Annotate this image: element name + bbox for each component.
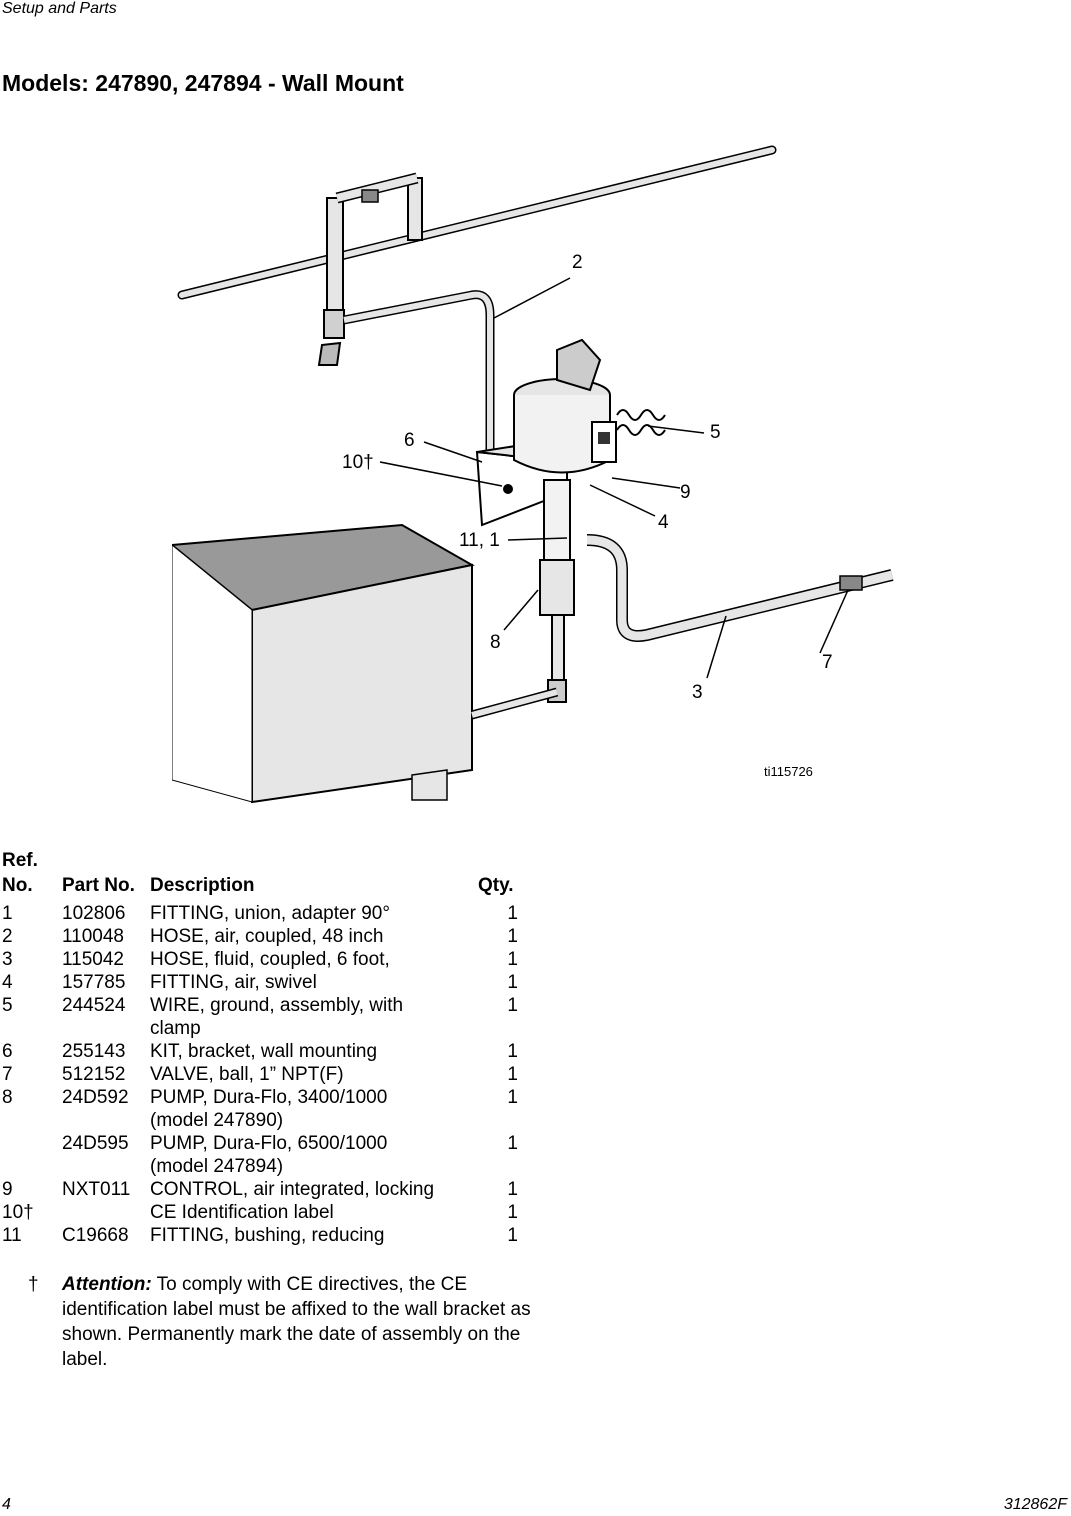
table-row: 1 102806 FITTING, union, adapter 90° 1 xyxy=(2,902,522,925)
desc-cell: CONTROL, air integrated, locking xyxy=(150,1179,435,1200)
qty-cell: 1 xyxy=(507,1202,518,1223)
wall-mount-illustration: 2 6 10† 5 9 4 11, 1 8 3 7 ti115726 xyxy=(172,145,894,804)
header-ref-top: Ref. xyxy=(2,850,38,871)
header-desc: Description xyxy=(150,875,255,896)
desc-cell: KIT, bracket, wall mounting xyxy=(150,1041,378,1062)
callout-4: 4 xyxy=(658,512,669,533)
table-row: 10† CE Identification label 1 xyxy=(2,1201,522,1224)
desc-cell: FITTING, air, swivel xyxy=(150,972,317,993)
ref-cell: 5 xyxy=(2,995,13,1016)
callout-11-1: 11, 1 xyxy=(459,530,500,551)
part-cell: 102806 xyxy=(62,903,126,924)
ref-cell: 10† xyxy=(2,1202,34,1223)
qty-cell: 1 xyxy=(507,1087,518,1108)
part-cell: 24D592 xyxy=(62,1087,129,1108)
desc-line: PUMP, Dura-Flo, 6500/1000 xyxy=(150,1133,388,1154)
qty-cell: 1 xyxy=(507,972,518,993)
callout-7: 7 xyxy=(822,652,833,673)
ref-cell: 7 xyxy=(2,1064,13,1085)
desc-cell: HOSE, fluid, coupled, 6 foot, xyxy=(150,949,390,970)
part-cell: 512152 xyxy=(62,1064,126,1085)
desc-line: WIRE, ground, assembly, with xyxy=(150,995,404,1016)
note-label: Attention: xyxy=(62,1274,152,1295)
desc-cell: FITTING, bushing, reducing xyxy=(150,1225,385,1246)
document-number: 312862F xyxy=(1003,1496,1067,1513)
header-ref: No. xyxy=(2,875,33,896)
table-row: 8 24D592 PUMP, Dura-Flo, 3400/1000(model… xyxy=(2,1086,522,1132)
qty-cell: 1 xyxy=(507,1041,518,1062)
table-row: 9 NXT011 CONTROL, air integrated, lockin… xyxy=(2,1178,522,1201)
desc-cell: FITTING, union, adapter 90° xyxy=(150,903,390,924)
table-row: 6 255143 KIT, bracket, wall mounting 1 xyxy=(2,1040,522,1063)
desc-cell: VALVE, ball, 1” NPT(F) xyxy=(150,1064,344,1085)
table-row: 11 C19668 FITTING, bushing, reducing 1 xyxy=(2,1224,522,1247)
ref-cell: 2 xyxy=(2,926,13,947)
figure-id: ti115726 xyxy=(764,764,813,779)
page-title: Models: 247890, 247894 - Wall Mount xyxy=(2,70,404,96)
callout-3: 3 xyxy=(692,682,703,703)
table-header: Ref. No. Part No. Description Qty. xyxy=(2,850,522,900)
ref-cell: 9 xyxy=(2,1179,13,1200)
header-qty: Qty. xyxy=(478,875,514,896)
parts-table: Ref. No. Part No. Description Qty. 1 102… xyxy=(2,850,522,1247)
qty-cell: 1 xyxy=(507,949,518,970)
callout-10: 10† xyxy=(342,452,374,473)
part-cell: 255143 xyxy=(62,1041,126,1062)
table-row: 4 157785 FITTING, air, swivel 1 xyxy=(2,971,522,994)
desc-cell: PUMP, Dura-Flo, 3400/1000(model 247890) xyxy=(150,1086,470,1132)
callout-5: 5 xyxy=(710,422,721,443)
desc-cell: HOSE, air, coupled, 48 inch xyxy=(150,926,384,947)
part-cell: 24D595 xyxy=(62,1133,129,1154)
table-row: 7 512152 VALVE, ball, 1” NPT(F) 1 xyxy=(2,1063,522,1086)
callout-2: 2 xyxy=(572,252,583,273)
desc-cell: CE Identification label xyxy=(150,1202,334,1223)
qty-cell: 1 xyxy=(507,1133,518,1154)
ref-cell: 4 xyxy=(2,972,13,993)
ref-cell: 3 xyxy=(2,949,13,970)
desc-line-2: (model 247890) xyxy=(150,1110,284,1131)
dagger-symbol: † xyxy=(28,1274,39,1295)
callout-9: 9 xyxy=(680,482,691,503)
ref-cell: 8 xyxy=(2,1087,13,1108)
desc-line: PUMP, Dura-Flo, 3400/1000 xyxy=(150,1087,388,1108)
qty-cell: 1 xyxy=(507,926,518,947)
desc-cell: PUMP, Dura-Flo, 6500/1000(model 247894) xyxy=(150,1132,470,1178)
part-cell: 157785 xyxy=(62,972,126,993)
note-text: Attention: To comply with CE directives,… xyxy=(62,1272,532,1372)
qty-cell: 1 xyxy=(507,1179,518,1200)
part-cell: C19668 xyxy=(62,1225,129,1246)
callout-6: 6 xyxy=(404,430,415,451)
qty-cell: 1 xyxy=(507,903,518,924)
part-cell: 115042 xyxy=(62,949,124,970)
qty-cell: 1 xyxy=(507,995,518,1016)
note-body: To comply with CE directives, the CE ide… xyxy=(62,1274,531,1370)
part-cell: 244524 xyxy=(62,995,126,1016)
desc-line-2: (model 247894) xyxy=(150,1156,284,1177)
table-row: 3 115042 HOSE, fluid, coupled, 6 foot, 1 xyxy=(2,948,522,971)
header-part: Part No. xyxy=(62,875,135,896)
part-cell: 110048 xyxy=(62,926,124,947)
qty-cell: 1 xyxy=(507,1225,518,1246)
table-row: 24D595 PUMP, Dura-Flo, 6500/1000(model 2… xyxy=(2,1132,522,1178)
ref-cell: 11 xyxy=(2,1225,22,1246)
ref-cell: 1 xyxy=(2,903,13,924)
part-cell: NXT011 xyxy=(62,1179,131,1200)
desc-line-2: clamp xyxy=(150,1018,201,1039)
table-row: 2 110048 HOSE, air, coupled, 48 inch 1 xyxy=(2,925,522,948)
qty-cell: 1 xyxy=(507,1064,518,1085)
page-number: 4 xyxy=(2,1496,11,1513)
header-section: Setup and Parts xyxy=(2,0,117,17)
ref-cell: 6 xyxy=(2,1041,13,1062)
callout-8: 8 xyxy=(490,632,501,653)
